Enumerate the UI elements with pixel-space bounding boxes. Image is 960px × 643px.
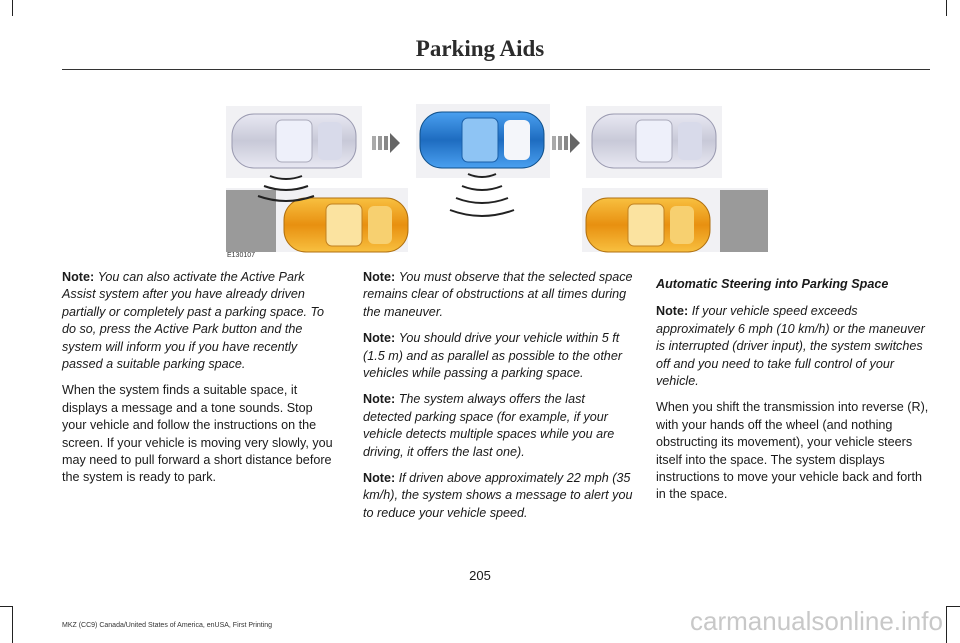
- sensor-waves-icon: [449, 173, 515, 217]
- note: Note: You can also activate the Active P…: [62, 269, 338, 373]
- note-label: Note:: [363, 331, 396, 346]
- blue-car: [419, 111, 545, 169]
- note-text: The system always offers the last detect…: [363, 392, 615, 459]
- column-3: Automatic Steering into Parking Space No…: [656, 276, 930, 513]
- panel-1: [226, 106, 409, 253]
- note: Note: You must observe that the selected…: [363, 269, 635, 321]
- crop-mark-bottom-right-h: [946, 606, 960, 607]
- column-1: Note: You can also activate the Active P…: [62, 269, 338, 496]
- note-label: Note:: [363, 471, 396, 486]
- note-text: If your vehicle speed exceeds approximat…: [656, 304, 925, 389]
- crop-mark-bottom-left: [12, 606, 13, 643]
- crop-mark-bottom-right: [946, 606, 947, 643]
- wall-block: [720, 190, 768, 252]
- wall-block: [226, 190, 276, 252]
- header-rule: [62, 69, 930, 70]
- note: Note: You should drive your vehicle with…: [363, 330, 635, 382]
- gray-car: [591, 113, 717, 169]
- column-2: Note: You must observe that the selected…: [363, 269, 635, 531]
- note: Note: If your vehicle speed exceeds appr…: [656, 303, 930, 390]
- note-label: Note:: [363, 392, 396, 407]
- arrow-right-icon: [552, 133, 580, 153]
- footer-imprint: MKZ (CC9) Canada/United States of Americ…: [62, 622, 273, 629]
- watermark: carmanualsonline.info: [690, 606, 943, 636]
- orange-car: [283, 197, 409, 253]
- parking-figure: [226, 104, 768, 253]
- note-text: You should drive your vehicle within 5 f…: [363, 331, 623, 381]
- arrow-right-icon: [372, 133, 400, 153]
- note-label: Note:: [62, 270, 95, 284]
- crop-mark-top-right: [946, 0, 947, 16]
- subheading: Automatic Steering into Parking Space: [656, 277, 889, 291]
- panel-2: [416, 104, 550, 217]
- sensor-waves-icon: [257, 175, 315, 202]
- crop-mark-bottom-left-h: [0, 606, 12, 607]
- note-text: You must observe that the selected space…: [363, 270, 633, 319]
- note-text: You can also activate the Active Park As…: [62, 270, 325, 372]
- note-label: Note:: [363, 270, 396, 284]
- paragraph: When the system finds a suitable space, …: [62, 383, 333, 485]
- note-text: If driven above approximately 22 mph (35…: [363, 471, 633, 520]
- gray-car: [231, 113, 357, 169]
- orange-car: [585, 197, 711, 253]
- note-label: Note:: [656, 304, 689, 319]
- page-number: 205: [469, 568, 491, 583]
- paragraph: When you shift the transmission into rev…: [656, 400, 929, 502]
- crop-mark-top-left: [12, 0, 13, 16]
- panel-3: [582, 106, 768, 253]
- page-title: Parking Aids: [415, 36, 545, 61]
- note: Note: The system always offers the last …: [363, 391, 635, 461]
- figure-id: E130107: [227, 252, 256, 259]
- note: Note: If driven above approximately 22 m…: [363, 470, 635, 522]
